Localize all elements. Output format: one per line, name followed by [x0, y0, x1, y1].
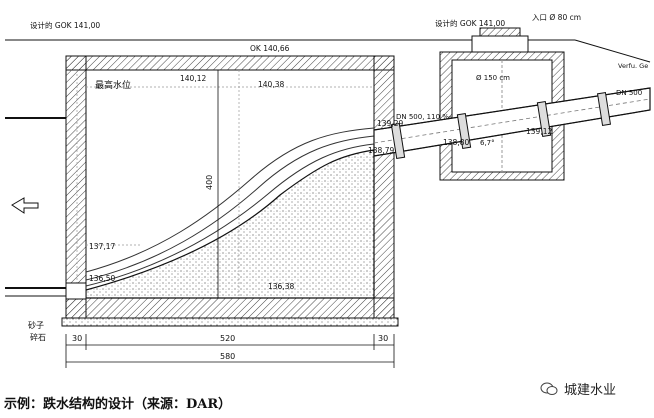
pipe-slope-label: 6,7°: [480, 139, 495, 147]
base-slab: [61, 317, 399, 327]
figure-caption: 示例：跌水结构的设计（来源：DAR）: [4, 397, 232, 412]
dim-30-right: 30: [378, 334, 388, 343]
height-label: 400: [205, 175, 214, 190]
grid-lines: [76, 70, 374, 300]
level-138-79: 138,79: [368, 146, 394, 155]
watermark: 城建水业: [540, 379, 616, 398]
shaft-diameter-label: Ø 150 cm: [476, 74, 510, 82]
level-139-12: 139,12: [526, 127, 552, 136]
level-137-17: 137,17: [89, 242, 115, 251]
gravel-label: 碎石: [30, 332, 46, 342]
level-139-29: 139,29: [377, 119, 403, 128]
fill-region: [85, 149, 375, 299]
dim-30-left: 30: [72, 334, 82, 343]
level-140-38: 140,38: [258, 80, 284, 89]
max-water-label: 最高水位: [95, 79, 131, 91]
gok-left-label: 设计的 GOK 141,00: [30, 20, 100, 30]
outlet-pipe: [5, 117, 87, 300]
dim-580: 580: [220, 352, 235, 361]
flow-curves: [85, 127, 375, 287]
dim-520: 520: [220, 334, 235, 343]
ok-label: OK 140,66: [250, 44, 290, 53]
level-136-38: 136,38: [268, 282, 294, 291]
right-pipe-label: DN 500: [616, 89, 642, 97]
level-140-12: 140,12: [180, 74, 206, 83]
sand-label: 砂子: [28, 320, 44, 330]
gok-right-label: 设计的 GOK 141,00: [435, 18, 505, 28]
labels: 设计的 GOK 141,00 设计的 GOK 141,00 入口 Ø 80 cm…: [28, 13, 648, 361]
dimension-lines: [65, 70, 395, 368]
shaft-pipe-label: DN 500, 110 ‰: [396, 113, 452, 121]
wechat-icon: [540, 382, 558, 396]
level-138-80: 138,80: [443, 138, 469, 147]
soil-label: Verfu. Ge: [618, 62, 648, 70]
inlet-pipe: [373, 87, 651, 159]
inlet-label: 入口 Ø 80 cm: [532, 13, 581, 22]
level-136-50: 136,50: [89, 274, 115, 283]
watermark-text: 城建水业: [564, 383, 617, 398]
outflow-arrow-icon: [11, 197, 39, 214]
